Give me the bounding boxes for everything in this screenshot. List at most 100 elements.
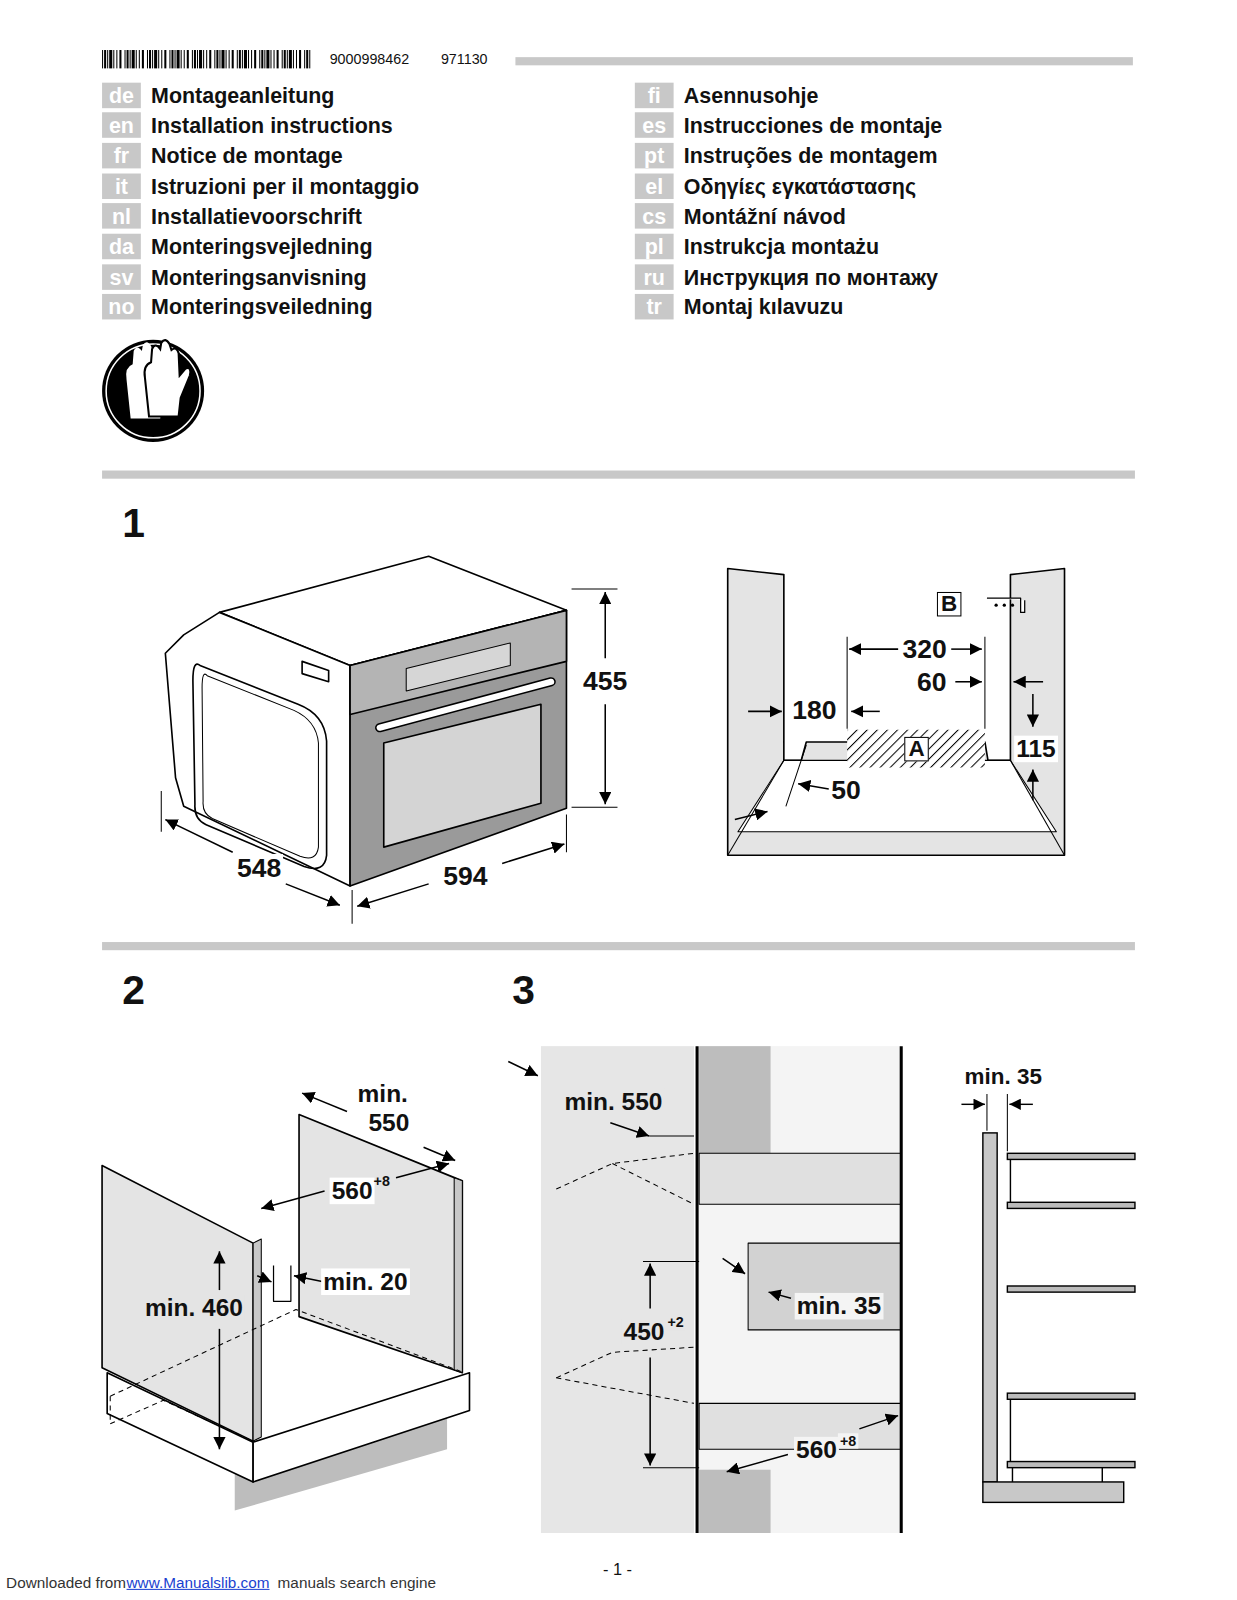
part-letter-box: A [904,737,928,761]
language-title: Montážní návod [684,203,846,229]
barcode-bar [274,50,275,68]
language-title: Monteringsanvisning [151,264,367,290]
dimension: 560 [794,1437,839,1464]
figure-number: 1 [122,500,145,545]
barcode-bar [251,50,252,68]
language-title: Installatievoorschrift [151,203,362,229]
language-code: it [102,173,141,199]
base-cabinet [102,1115,469,1511]
barcode-bar [254,50,256,68]
footer-text: Downloaded from [6,1575,126,1592]
language-code: no [102,293,141,319]
barcode [102,50,310,68]
language-code: pt [635,142,674,168]
figure-number: 3 [512,968,535,1013]
barcode-bar [306,50,308,68]
barcode-bar [152,50,153,68]
figure-number: 2 [122,968,145,1013]
barcode-bar [192,50,193,68]
language-entry: elΟδηγίες εγκατάστασης [635,173,674,199]
dimension: min. 35 [795,1293,883,1320]
language-code: da [102,233,141,259]
language-entry: trMontaj kılavuzu [635,293,674,319]
barcode-bar [242,50,243,68]
barcode-bar [296,50,297,68]
barcode-bar [239,50,241,68]
barcode-bar [184,50,185,68]
footer-link: www.Manualslib.com [127,1575,270,1592]
language-entry: svMonteringsanvisning [102,264,141,290]
dimension: 60 [915,667,949,696]
language-entry: frNotice de montage [102,142,141,168]
language-entry: nlInstallatievoorschrift [102,203,141,229]
barcode-bar [116,50,117,68]
barcode-bar [199,50,202,68]
barcode-bar [203,50,204,68]
language-entry: esInstrucciones de montaje [635,112,674,138]
barcode-bar [132,50,135,68]
barcode-bar [136,50,137,68]
barcode-bar [175,50,176,68]
barcode-bar [149,50,151,68]
language-entry: itIstruzioni per il montaggio [102,173,141,199]
tall-cabinet [541,1046,901,1533]
dimension: 594 [441,861,489,890]
barcode-bar [206,50,207,68]
barcode-bar [119,50,121,68]
barcode-bar [158,50,159,68]
dimension: min. 20 [321,1268,409,1295]
language-entry: enInstallation instructions [102,112,141,138]
barcode-bar [221,50,224,68]
barcode-bar [194,50,196,68]
language-entry: daMonteringsvejledning [102,233,141,259]
language-code: en [102,112,141,138]
language-code: es [635,112,674,138]
language-title: Installation instructions [151,112,393,138]
barcode-bar [237,50,238,68]
barcode-bar [244,50,247,68]
dimension-lines [161,589,617,924]
barcode-bar [261,50,263,68]
barcode-bar [154,50,157,68]
barcode-bar [219,50,220,68]
language-title: Οδηγίες εγκατάστασης [684,173,916,199]
barcode-bar [107,50,108,68]
dimension: 115 [1014,736,1058,763]
barcode-bar [127,50,129,68]
barcode-number: 971130 [441,51,488,67]
language-title: Montageanleitung [151,82,334,108]
dimension: 180 [790,696,838,725]
language-title: Montaj kılavuzu [684,293,844,319]
language-code: nl [102,203,141,229]
separator-bar [102,942,1135,950]
barcode-bar [226,50,227,68]
language-title: Инструкция по монтажу [684,264,938,290]
side-view [961,1094,1135,1502]
barcode-bar [277,50,279,68]
header-bar [515,57,1132,65]
barcode-bar [164,50,166,68]
oven-drawing [165,556,566,886]
language-title: Istruzioni per il montaggio [151,173,419,199]
barcode-bar [171,50,173,68]
barcode-bar [287,50,288,68]
part-letter: B [941,591,957,617]
barcode-bar [125,50,126,68]
barcode-bar [147,50,148,68]
barcode-bar [161,50,162,68]
language-title: Notice de montage [151,142,343,168]
barcode-bar [142,50,144,68]
language-title: Instruções de montagem [684,142,938,168]
language-code: el [635,173,674,199]
dimension: 548 [235,854,283,883]
dimension-lines [219,1093,455,1449]
barcode-bar [232,50,234,68]
barcode-bar [266,50,269,68]
language-entry: ptInstruções de montagem [635,142,674,168]
tolerance: +8 [838,1433,858,1449]
barcode-bar [270,50,271,68]
language-code: de [102,82,141,108]
dimension: 560 [330,1178,375,1205]
dimension: min. 460 [143,1295,245,1322]
